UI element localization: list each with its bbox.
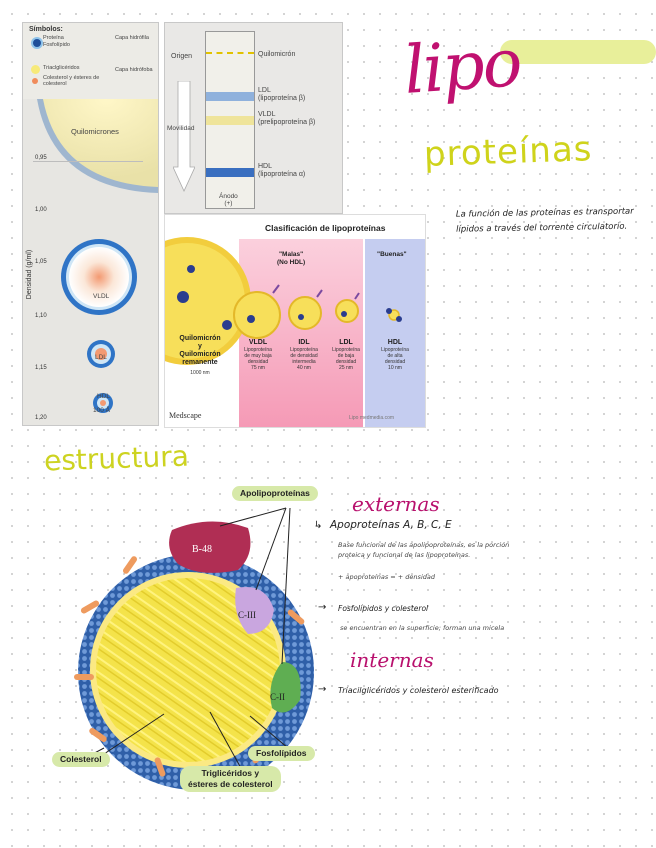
mobility-label: Movilidad xyxy=(167,125,195,132)
class-desc-hdl: Lipoproteína de alta densidad 10 nm xyxy=(381,347,409,371)
highlight-stroke xyxy=(500,40,656,64)
mobility-arrow-icon xyxy=(173,81,195,192)
class-desc-idl: Lipoproteína de densidad intermedia 40 n… xyxy=(290,347,318,371)
hdl-label: HDL xyxy=(97,393,111,400)
bad-label: "Malas" (No HDL) xyxy=(277,251,306,266)
band-label-hdl: HDL (lipoproteína α) xyxy=(258,163,306,178)
protein-symbol-icon xyxy=(31,37,43,49)
tick-label: 1,05 xyxy=(35,259,47,265)
tick-label: 1,20 xyxy=(35,415,47,421)
density-axis-label: Densidad (g/ml) xyxy=(26,249,34,300)
chylomicron-label: Quilomicrones xyxy=(71,127,119,136)
heading-externas: externas xyxy=(352,492,440,516)
legend-title: Símbolos: xyxy=(29,26,63,33)
apo-line: Apoproteínas A, B, C, E xyxy=(330,519,452,531)
band-label-vldl: VLDL (prelipoproteína β) xyxy=(258,111,316,126)
class-name-ldl: LDL xyxy=(339,339,353,346)
class-name-vldl: VLDL xyxy=(248,339,268,346)
band-chylomicron xyxy=(206,52,254,54)
class-name-idl: IDL xyxy=(298,339,310,346)
title-proteinas: proteínas xyxy=(423,129,594,175)
triglyceride-symbol-icon xyxy=(31,65,40,74)
medscape-logo: Medscape xyxy=(169,411,202,420)
label-fosfolipidos: Fosfolípidos xyxy=(248,746,315,761)
title-lipo: lipo xyxy=(401,24,523,109)
anode-label: Ánodo (+) xyxy=(219,193,238,207)
classification-figure: Clasificación de lipoproteínas "Malas" (… xyxy=(164,214,426,428)
band-vldl xyxy=(206,116,254,125)
lipoprotein-particles xyxy=(165,237,402,365)
apo-description: Base funcional de las apolipoproteínas, … xyxy=(338,541,510,559)
tick-label: 1,15 xyxy=(35,365,47,371)
band-hdl xyxy=(206,168,254,177)
label-colesterol: Colesterol xyxy=(52,752,110,767)
legend-triglyceride: Triaclglicéridos xyxy=(43,65,80,71)
legend-hydrophilic: Capa hidrófila xyxy=(115,35,149,41)
heading-internas: internas xyxy=(350,648,434,672)
lipoprotein-structure-diagram: B-48 C-III C-II xyxy=(69,507,314,790)
tick-label: 1,00 xyxy=(35,207,47,213)
tick-label: 1,10 xyxy=(35,313,47,319)
scale-label: 100 Å xyxy=(93,407,110,414)
arrow-icon: → xyxy=(318,684,327,695)
origin-label: Origen xyxy=(171,53,193,60)
cholesterol-symbol-icon xyxy=(32,78,38,84)
vldl-label: VLDL xyxy=(93,293,110,300)
label-apolipoproteinas: Apolipoproteínas xyxy=(232,486,318,501)
class-name-hdl: HDL xyxy=(387,339,403,346)
class-desc-ldl: Lipoproteína de baja densidad 25 nm xyxy=(332,347,360,371)
source-credit: Lipo medmedia.com xyxy=(349,415,395,421)
apo-b48-label: B-48 xyxy=(192,544,212,555)
arrow-icon: → xyxy=(318,602,327,613)
good-zone xyxy=(365,239,425,427)
function-note: La función de las proteínas es transport… xyxy=(455,206,634,235)
symbols-legend: Símbolos: Proteína Fosfolípido Capa hidr… xyxy=(23,23,158,99)
band-label-chylomicron: Quilomicrón xyxy=(258,51,296,58)
label-trigliceridos: Triglicéridos y ésteres de colesterol xyxy=(180,766,281,792)
internal-line: Triacilglicéridos y colesterol esterific… xyxy=(338,686,499,695)
good-label: "Buenas" xyxy=(377,251,407,258)
fosfo-line: Fosfolípidos y colesterol xyxy=(338,604,429,613)
tick-line xyxy=(33,161,143,162)
class-name-chylomicron: Quilomicrón y Quilomicrón remanente xyxy=(179,335,221,366)
gel-lane xyxy=(205,31,255,209)
band-ldl xyxy=(206,92,254,101)
classification-title: Clasificación de lipoproteínas xyxy=(265,223,386,233)
class-desc-vldl: Lipoproteína de muy baja densidad 75 nm xyxy=(244,347,272,371)
bracket-arrow-icon: ↳ xyxy=(314,520,323,531)
apo-c2-label: C-II xyxy=(270,692,285,702)
class-desc-chylomicron: 1000 nm xyxy=(190,370,210,376)
tick-label: 0,95 xyxy=(35,155,47,161)
section-title-estructura: estructura xyxy=(43,439,190,478)
fosfo-description: se encuentran en la superficie; forman u… xyxy=(340,624,505,632)
legend-hydrophobic: Capa hidrófoba xyxy=(115,67,153,73)
apo-rule: + apoproteínas = + densidad xyxy=(338,573,435,581)
ldl-label: LDL xyxy=(95,354,107,361)
electrophoresis-figure: Origen Movilidad Quilomicrón LDL (lipopr… xyxy=(164,22,343,214)
legend-cholesterol: Colesterol y ésteres de colesterol xyxy=(43,75,100,87)
legend-protein: Proteína xyxy=(43,35,64,41)
density-diagram xyxy=(37,99,158,413)
density-figure: Símbolos: Proteína Fosfolípido Capa hidr… xyxy=(22,22,159,426)
band-label-ldl: LDL (lipoproteína β) xyxy=(258,87,306,102)
legend-phospholipid: Fosfolípido xyxy=(43,42,70,48)
apo-c3-label: C-III xyxy=(238,610,256,620)
